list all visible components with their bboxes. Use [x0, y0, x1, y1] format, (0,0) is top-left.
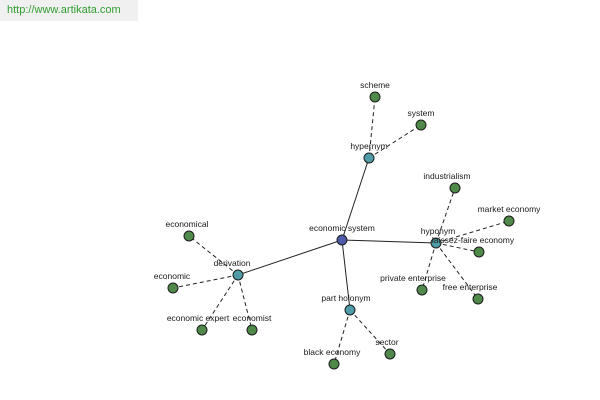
edge-hyponym-to-term: [435, 242, 479, 300]
relation-node-derivation[interactable]: [232, 269, 244, 281]
relation-node-part-holonym[interactable]: [344, 304, 356, 316]
term-node[interactable]: [415, 119, 427, 131]
term-label: laissez-faire economy: [432, 235, 515, 245]
term-label: free enterprise: [443, 282, 498, 292]
term-label: economic expert: [167, 313, 230, 323]
term-node[interactable]: [472, 293, 484, 305]
relation-node-hypernym[interactable]: [363, 152, 375, 164]
term-label: market economy: [478, 204, 542, 214]
term-label: industrialism: [423, 171, 470, 181]
edge-derivation-to-term: [237, 274, 253, 331]
edge-hyponym-to-term: [435, 220, 510, 244]
edge-derivation-to-term: [201, 274, 239, 331]
relation-label: hyponym: [421, 226, 456, 236]
term-label: economic: [154, 271, 191, 281]
labels-layer: economic system hypernym scheme system hypon…: [154, 80, 541, 357]
term-node[interactable]: [449, 182, 461, 194]
term-label: system: [408, 108, 435, 118]
source-url[interactable]: http://www.artikata.com: [0, 0, 138, 21]
term-node[interactable]: [384, 348, 396, 360]
edge-hypernym-to-term: [368, 124, 422, 159]
edge-hyponym-to-term: [421, 242, 437, 291]
edge-hyponym-to-term: [435, 187, 456, 244]
term-label: black economy: [304, 347, 361, 357]
term-node[interactable]: [196, 324, 208, 336]
relation-label: hypernym: [350, 141, 387, 151]
edge-center-to-part-holonym: [341, 239, 351, 311]
term-node[interactable]: [246, 324, 258, 336]
center-node[interactable]: [336, 234, 348, 246]
relation-label: derivation: [214, 258, 251, 268]
term-label: economical: [166, 219, 209, 229]
edge-hypernym-to-term: [368, 96, 376, 159]
relation-label: part holonym: [321, 293, 370, 303]
term-node[interactable]: [473, 246, 485, 258]
term-label: economist: [233, 313, 272, 323]
edge-part-holonym-to-term: [349, 309, 391, 355]
edge-center-to-derivation: [237, 239, 343, 276]
term-node[interactable]: [328, 358, 340, 370]
edges-layer: [172, 96, 510, 365]
term-label: scheme: [360, 80, 390, 90]
term-label: sector: [375, 337, 398, 347]
term-node[interactable]: [183, 230, 195, 242]
term-label: private enterprise: [380, 273, 446, 283]
relation-node-hyponym[interactable]: [430, 237, 442, 249]
nodes-layer: [167, 91, 515, 370]
edge-hyponym-to-term: [435, 242, 480, 253]
center-node-label: economic system: [309, 223, 375, 233]
term-node[interactable]: [369, 91, 381, 103]
term-node[interactable]: [416, 284, 428, 296]
edge-derivation-to-term: [188, 235, 239, 276]
term-node[interactable]: [503, 215, 515, 227]
edge-center-to-hypernym: [341, 157, 370, 241]
edge-part-holonym-to-term: [333, 309, 351, 365]
term-node[interactable]: [167, 282, 179, 294]
edge-center-to-hyponym: [341, 239, 437, 244]
